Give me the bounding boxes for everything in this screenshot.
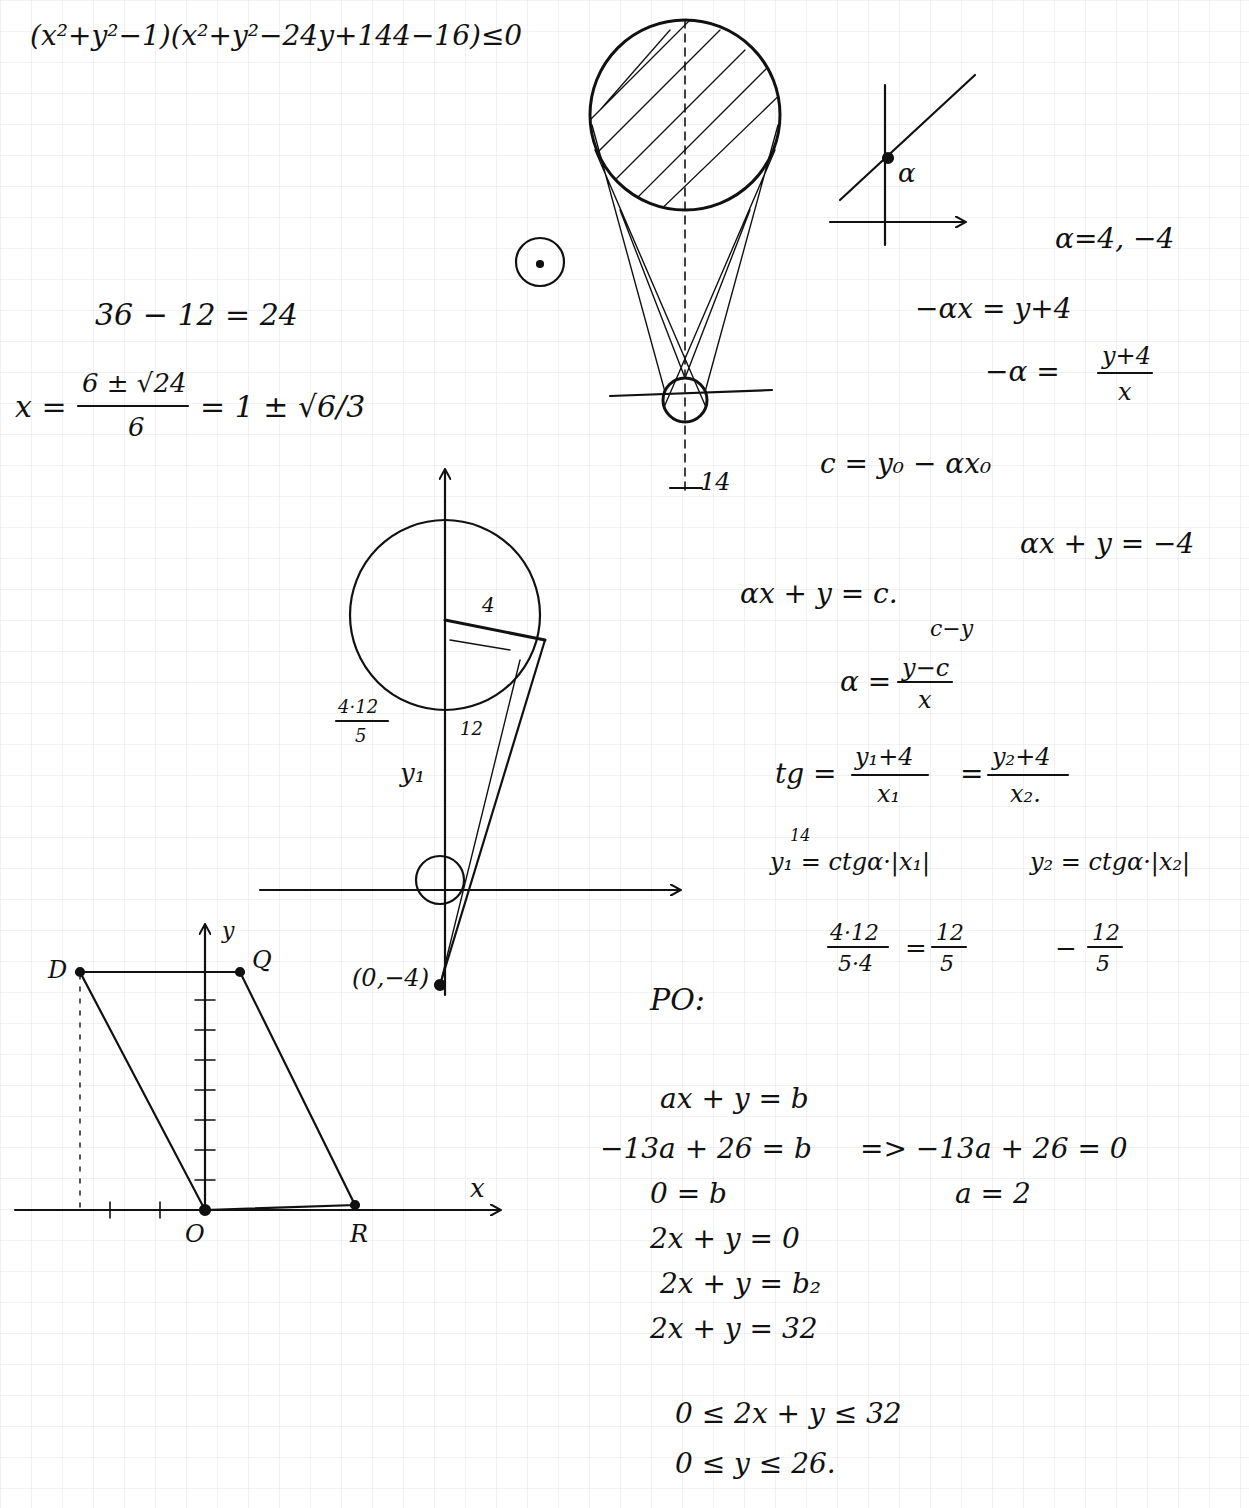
handwritten-note: = <box>960 760 983 788</box>
handwritten-note: 36 − 12 = 24 <box>95 300 298 330</box>
handwritten-note: 5 <box>1096 953 1110 975</box>
handwritten-note: x₁ <box>877 782 900 806</box>
handwritten-note: y₁ = ctgα·|x₁| <box>770 850 930 874</box>
handwritten-note: α <box>898 160 916 186</box>
handwritten-note: 6 ± √24 <box>82 370 187 396</box>
handwritten-note: x₂. <box>1010 782 1041 806</box>
handwritten-note: (x²+y²−1)(x²+y²−24y+144−16)≤0 <box>30 22 522 50</box>
handwritten-note: 0 = b <box>650 1180 727 1208</box>
handwritten-note: x <box>918 688 932 712</box>
handwritten-note: = 1 ± √6/3 <box>200 392 365 422</box>
handwritten-note: 14 <box>700 470 731 494</box>
handwritten-note: − <box>1055 935 1077 961</box>
handwritten-note: 5 <box>355 727 366 745</box>
handwritten-note: O <box>185 1222 205 1246</box>
handwritten-note: a = 2 <box>955 1180 1031 1208</box>
handwritten-note: tg = <box>775 760 837 788</box>
handwritten-note: => −13a + 26 = 0 <box>860 1135 1128 1163</box>
handwritten-note: 2x + y = b₂ <box>660 1270 821 1298</box>
handwritten-note: R <box>350 1222 368 1246</box>
handwritten-note: 5·4 <box>838 953 873 975</box>
handwritten-note: x = <box>15 392 67 422</box>
handwritten-note: α=4, −4 <box>1055 225 1174 253</box>
handwritten-note: 12 <box>460 720 483 738</box>
handwritten-note: 12 <box>936 922 964 944</box>
handwritten-note: αx + y = −4 <box>1020 530 1194 558</box>
handwritten-note: 2x + y = 0 <box>650 1225 800 1253</box>
handwritten-note: x <box>470 1175 485 1201</box>
handwritten-note: = <box>905 935 927 961</box>
handwritten-note: −13a + 26 = b <box>600 1135 812 1163</box>
handwritten-note: ax + y = b <box>660 1085 809 1113</box>
handwritten-note: D <box>48 958 67 982</box>
handwritten-note: c = y₀ − αx₀ <box>820 450 991 478</box>
handwritten-note: 0 ≤ 2x + y ≤ 32 <box>675 1400 902 1428</box>
handwritten-note: c−y <box>930 618 973 640</box>
handwritten-note: PO: <box>650 985 705 1015</box>
handwritten-note: 14 <box>790 828 810 844</box>
handwritten-note: 0 ≤ y ≤ 26. <box>675 1450 836 1478</box>
handwritten-note: (0,−4) <box>352 966 429 990</box>
handwritten-note: y₁ <box>400 760 425 786</box>
handwritten-note: y₂ = ctgα·|x₂| <box>1030 850 1190 874</box>
handwritten-note: αx + y = c. <box>740 580 898 608</box>
handwritten-note: 2x + y = 32 <box>650 1315 818 1343</box>
handwritten-note: α = <box>840 668 891 696</box>
handwritten-note: y+4 <box>1102 344 1151 368</box>
handwritten-note: y₂+4 <box>992 745 1051 769</box>
handwritten-note: 4 <box>482 595 495 615</box>
handwritten-note: 6 <box>128 414 145 440</box>
handwritten-note: −α = <box>985 358 1060 386</box>
handwritten-note: 4·12 <box>338 698 378 716</box>
handwritten-note: y <box>222 920 234 942</box>
handwritten-note: y₁+4 <box>855 745 914 769</box>
handwritten-note: y−c <box>902 656 949 680</box>
handwritten-note: −αx = y+4 <box>915 295 1072 323</box>
handwritten-note: x <box>1118 380 1132 404</box>
handwritten-note: 4·12 <box>830 922 879 944</box>
handwritten-note: Q <box>252 948 272 972</box>
handwritten-note: 12 <box>1092 922 1120 944</box>
handwritten-note: 5 <box>940 953 954 975</box>
